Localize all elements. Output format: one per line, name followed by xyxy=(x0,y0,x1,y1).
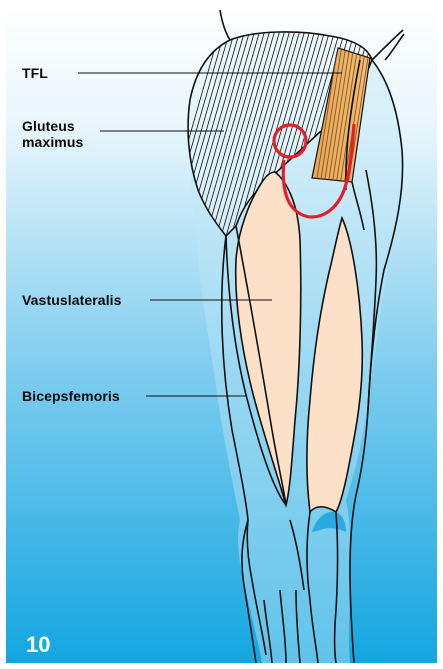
figure-number: 10 xyxy=(26,632,50,658)
biceps-label: Bicepsfemoris xyxy=(22,388,120,404)
vastus-label: Vastuslateralis xyxy=(22,292,122,308)
tfl-label: TFL xyxy=(22,65,48,81)
gluteus-label-line2: maximus xyxy=(22,134,83,150)
figure-panel: TFL Gluteus maximus Vastuslateralis Bice… xyxy=(6,6,437,663)
gluteus-label-line1: Gluteus xyxy=(22,118,75,134)
thigh-anatomy-illustration xyxy=(6,6,437,663)
